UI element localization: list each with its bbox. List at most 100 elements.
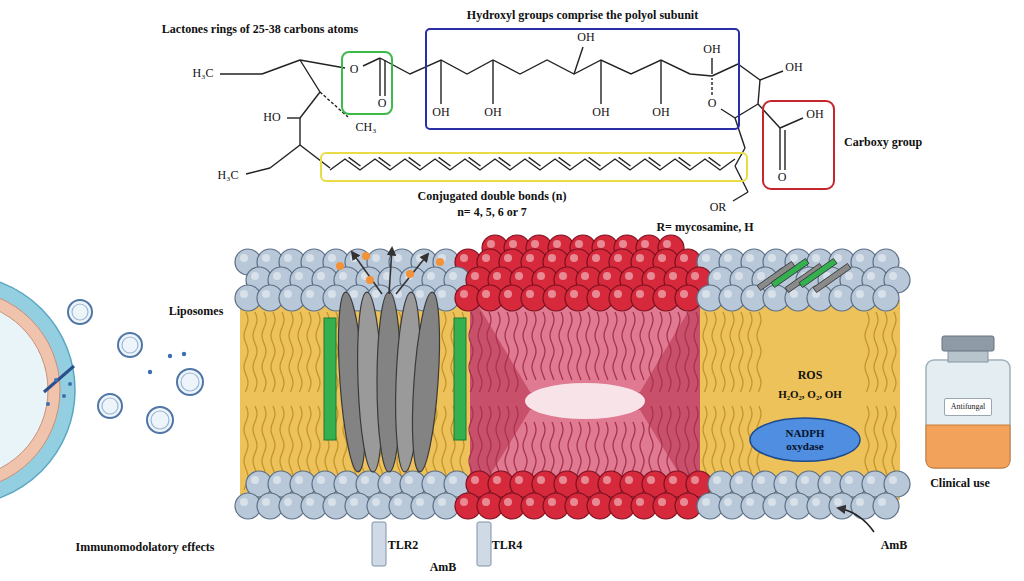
- head-shine: [306, 498, 314, 506]
- n-values-note: n= 4, 5, 6 or 7: [457, 206, 527, 220]
- lipid-tail: [667, 312, 671, 392]
- lactone-highlight-box: [342, 52, 392, 114]
- atom-label: O: [349, 63, 360, 77]
- chemical-bond: [735, 148, 745, 166]
- liposome-inner: [151, 411, 169, 429]
- head-shine: [504, 498, 512, 506]
- head-shine: [641, 240, 649, 248]
- head-shine: [537, 476, 545, 484]
- head-shine: [251, 476, 259, 484]
- lipid-tail: [703, 312, 707, 392]
- chemical-bond: [529, 157, 541, 166]
- head-shine: [768, 498, 776, 506]
- head-shine: [724, 498, 732, 506]
- amb-arrow: [838, 508, 874, 532]
- head-shine: [757, 476, 765, 484]
- head-shine: [691, 476, 699, 484]
- chemical-bond: [299, 118, 300, 145]
- chemical-bond: [721, 109, 735, 118]
- head-shine: [790, 498, 798, 506]
- head-shine: [746, 254, 754, 262]
- chemical-bond: [379, 58, 380, 96]
- head-shine: [339, 272, 347, 280]
- head-shine: [284, 254, 292, 262]
- chemical-bond: [649, 157, 661, 166]
- polyene-highlight-box: Conjugated double bonds (n)n= 4, 5, 6 or…: [320, 152, 748, 182]
- head-shine: [614, 254, 622, 262]
- head-shine: [889, 272, 897, 280]
- lipid-tail: [244, 312, 248, 392]
- head-shine: [834, 498, 842, 506]
- head-shine: [383, 476, 391, 484]
- head-shine: [372, 254, 380, 262]
- head-shine: [878, 254, 886, 262]
- substituent-note: R= mycosamine, H: [656, 221, 753, 235]
- head-shine: [889, 476, 897, 484]
- vial-body: [926, 360, 1010, 468]
- lipid-tail: [262, 312, 266, 392]
- head-shine: [658, 254, 666, 262]
- head-shine: [680, 498, 688, 506]
- head-shine: [317, 272, 325, 280]
- clinical-use-label: Clinical use: [930, 477, 990, 491]
- head-shine: [240, 254, 248, 262]
- lipid-tail: [469, 312, 473, 392]
- amb-channel: [324, 248, 466, 473]
- ros-species: H₂O₂, O₂, OH: [778, 388, 842, 401]
- head-shine: [262, 254, 270, 262]
- lipid-tail: [748, 312, 752, 392]
- head-shine: [581, 476, 589, 484]
- chemical-bond: [712, 64, 738, 76]
- atom-label: OH: [576, 31, 595, 45]
- ion-dot: [406, 270, 414, 278]
- head-shine: [262, 290, 270, 298]
- vial-neck: [948, 350, 988, 362]
- chemical-bond: [711, 78, 712, 95]
- head-shine: [856, 290, 864, 298]
- head-shine: [515, 476, 523, 484]
- chemical-bond: [660, 60, 661, 104]
- ion-leak-arrow: [396, 254, 428, 294]
- lipid-tail: [883, 312, 887, 392]
- liposome: [68, 300, 92, 324]
- lipid-tail: [514, 312, 518, 392]
- atom-label: O: [377, 97, 388, 111]
- head-shine: [614, 498, 622, 506]
- sterol-bar: [324, 318, 336, 440]
- lipid-tail: [496, 312, 500, 392]
- amb-molecule: [408, 291, 444, 472]
- enzyme-name: NADPH oxydase: [775, 427, 835, 452]
- drug-label: AmB: [430, 561, 457, 575]
- chemical-bond: [784, 130, 785, 170]
- liposome-inner: [72, 304, 88, 320]
- enzyme-ellipse: NADPH oxydase: [749, 417, 861, 462]
- head-shine: [603, 476, 611, 484]
- lipid-tail: [559, 312, 563, 380]
- head-shine: [306, 290, 314, 298]
- lipid-tail: [622, 312, 626, 380]
- head-shine: [548, 290, 556, 298]
- head-shine: [597, 240, 605, 248]
- liposome-inner: [122, 337, 138, 353]
- head-shine: [284, 498, 292, 506]
- chemical-bond: [499, 157, 511, 166]
- head-shine: [867, 476, 875, 484]
- head-shine: [493, 476, 501, 484]
- head-shine: [537, 272, 545, 280]
- head-shine: [328, 498, 336, 506]
- atom-label: O: [777, 171, 788, 185]
- head-shine: [801, 476, 809, 484]
- head-shine: [328, 254, 336, 262]
- lipid-tail: [676, 312, 680, 392]
- head-shine: [471, 476, 479, 484]
- chemical-bond: [270, 145, 300, 168]
- lipid-tail: [649, 312, 653, 392]
- head-shine: [834, 290, 842, 298]
- membrane: [235, 235, 910, 519]
- chemical-bond: [439, 157, 451, 166]
- chemical-bond: [780, 118, 803, 128]
- head-shine: [372, 498, 380, 506]
- atom-label: OH: [591, 106, 610, 120]
- liposome: [177, 369, 203, 395]
- head-shine: [757, 272, 765, 280]
